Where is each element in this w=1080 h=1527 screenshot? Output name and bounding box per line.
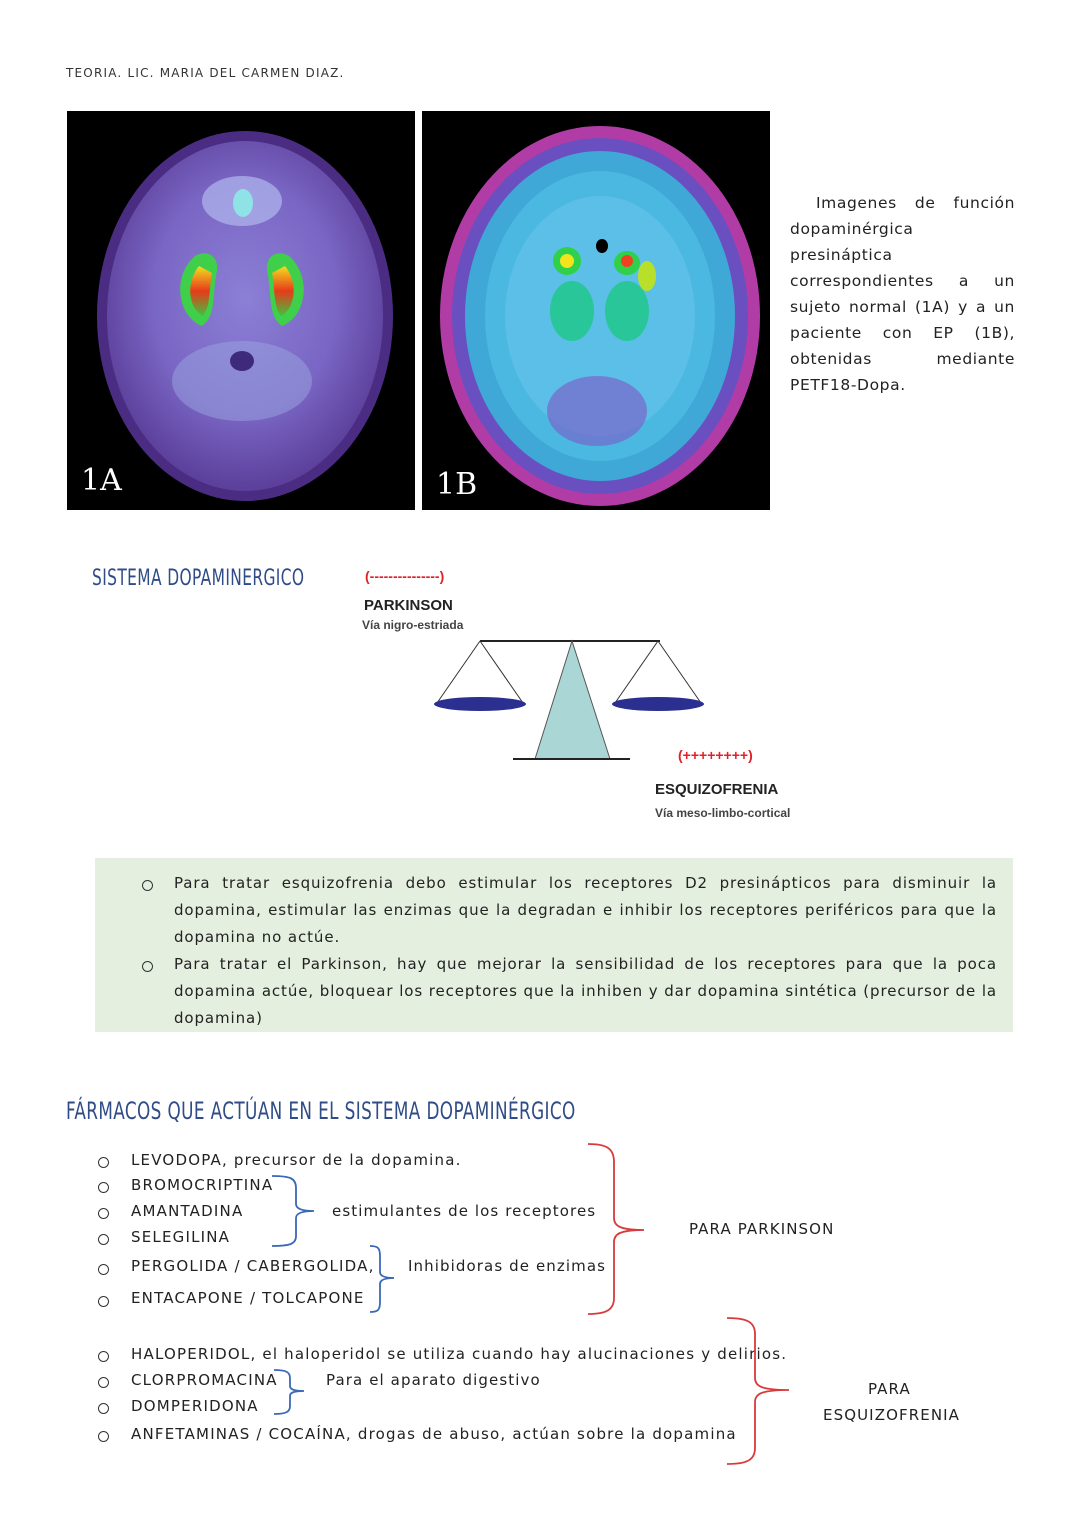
label-esquizofrenia: ESQUIZOFRENIA	[823, 1406, 961, 1424]
brace-inhibitors	[369, 1245, 395, 1313]
label-inhibitors: Inhibidoras de enzimas	[408, 1257, 607, 1275]
drug-haloperidol: HALOPERIDOL, el haloperidol se utiliza c…	[131, 1345, 788, 1363]
parkinson-sign: (---------------)	[365, 568, 445, 584]
parkinson-label: PARKINSON	[364, 597, 453, 614]
bullet-icon	[142, 961, 153, 972]
drug-anfetaminas-cocaina: ANFETAMINAS / COCAÍNA, drogas de abuso, …	[131, 1425, 737, 1443]
section-title-dopaminergic-system: SISTEMA DOPAMINERGICO	[92, 566, 305, 591]
bullet-icon	[98, 1296, 109, 1307]
brace-parkinson	[587, 1143, 645, 1315]
drug-clorpromacina: CLORPROMACINA	[131, 1371, 278, 1389]
note-parkinson: Para tratar el Parkinson, hay que mejora…	[174, 955, 997, 1027]
brace-schizophrenia	[726, 1317, 790, 1465]
page-header: TEORIA. LIC. MARIA DEL CARMEN DIAZ.	[66, 66, 345, 80]
schizophrenia-label: ESQUIZOFRENIA	[655, 781, 779, 798]
bullet-icon	[98, 1264, 109, 1275]
image-label-1b: 1B	[436, 467, 478, 502]
drug-levodopa: LEVODOPA, precursor de la dopamina.	[131, 1151, 462, 1169]
brain-scan-normal	[67, 111, 415, 510]
balance-scale	[434, 639, 704, 760]
bullet-icon	[98, 1431, 109, 1442]
drug-selegilina: SELEGILINA	[131, 1228, 231, 1246]
bullet-icon	[98, 1208, 109, 1219]
bullet-icon	[98, 1234, 109, 1245]
bullet-icon	[142, 880, 153, 891]
image-label-1a: 1A	[81, 463, 122, 498]
drug-amantadina: AMANTADINA	[131, 1202, 244, 1220]
label-stimulants: estimulantes de los receptores	[332, 1202, 597, 1220]
schizophrenia-pathway: Vía meso-limbo-cortical	[655, 806, 791, 820]
pet-image-1a: 1A	[67, 111, 415, 510]
schizophrenia-sign: (++++++++)	[678, 747, 753, 763]
notes-box: Para tratar esquizofrenia debo estimular…	[95, 858, 1013, 1032]
pet-image-1b: 1B	[422, 111, 770, 510]
caption-text: Imagenes de función dopaminérgica presin…	[790, 194, 1015, 394]
drug-pergolida-cabergolida: PERGOLIDA / CABERGOLIDA,	[131, 1257, 375, 1275]
brace-digestive	[273, 1369, 305, 1415]
note-schizophrenia: Para tratar esquizofrenia debo estimular…	[174, 874, 997, 946]
label-digestive: Para el aparato digestivo	[326, 1371, 541, 1389]
section-title-drugs: FÁRMACOS QUE ACTÚAN EN EL SISTEMA DOPAMI…	[66, 1097, 576, 1125]
drug-domperidona: DOMPERIDONA	[131, 1397, 259, 1415]
drug-bromocriptina: BROMOCRIPTINA	[131, 1176, 274, 1194]
drug-entacapone-tolcapone: ENTACAPONE / TOLCAPONE	[131, 1289, 365, 1307]
parkinson-pathway: Vía nigro-estriada	[362, 618, 464, 632]
bullet-icon	[98, 1157, 109, 1168]
brain-scan-parkinson	[422, 111, 770, 510]
brace-stimulants	[271, 1175, 315, 1247]
label-para-parkinson: PARA PARKINSON	[689, 1220, 835, 1238]
bullet-icon	[98, 1377, 109, 1388]
bullet-icon	[98, 1403, 109, 1414]
bullet-icon	[98, 1182, 109, 1193]
figure-caption: Imagenes de función dopaminérgica presin…	[790, 190, 1015, 398]
label-para: PARA	[868, 1380, 911, 1398]
bullet-icon	[98, 1351, 109, 1362]
